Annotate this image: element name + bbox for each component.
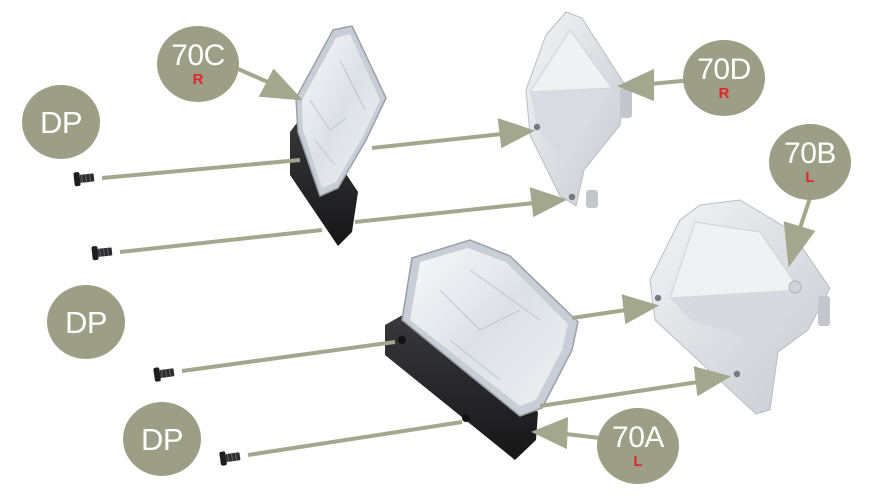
screw-hole-70b-top [654,294,662,302]
arrow-icon [616,68,654,101]
screw-icon [153,367,175,382]
badge-70c: 70C R [157,26,239,102]
mount-pin-70b [818,296,830,326]
screw-icon [73,172,95,187]
badge-70b-side: L [805,169,815,186]
lamp-lens-70c [290,25,387,246]
badge-dp-bottom-code: DP [140,421,184,457]
screw-hole-70d-bottom [568,193,576,201]
lens-glass-70a [410,248,568,406]
badge-70b: 70B L [769,124,851,200]
arrow-icon [531,416,569,450]
badge-dp-middle-code: DP [64,304,108,340]
reflector-70d [525,11,632,208]
badge-70b-code: 70B [784,137,836,170]
badge-dp-middle: DP [47,285,125,359]
badge-70c-side: R [192,71,204,88]
arrow-icon [258,68,303,101]
screw-boss-70a-top [398,336,406,344]
badge-70d-code: 70D [697,53,751,86]
screw-boss-70a-bottom [462,414,470,422]
badge-70d: 70D R [683,40,765,116]
badge-dp-top: DP [22,85,100,159]
screw-icon [219,451,241,466]
screw-hole-70d-top [533,123,541,131]
badge-70a: 70A L [597,408,679,484]
housing-base-70a [385,312,538,460]
badge-dp-top-code: DP [39,104,83,140]
badge-70c-code: 70C [171,39,225,72]
screw-hole-70b-bottom [733,370,741,378]
badge-70a-code: 70A [612,421,664,454]
badge-70a-side: L [633,453,643,470]
arrow-icon [529,187,568,218]
arrow-icon [693,366,732,397]
arrow-icon [783,221,816,268]
lamp-lens-70a [385,239,579,460]
badge-70d-side: R [718,85,730,102]
mount-pin-70d [620,88,632,118]
screw-icon [91,246,113,261]
assembly-arrows [101,66,816,457]
badge-dp-bottom: DP [123,402,201,476]
arrow-icon [497,118,536,149]
reflector-70b [649,199,831,415]
lens-glass-70c [302,34,380,188]
arrow-icon [621,294,660,325]
